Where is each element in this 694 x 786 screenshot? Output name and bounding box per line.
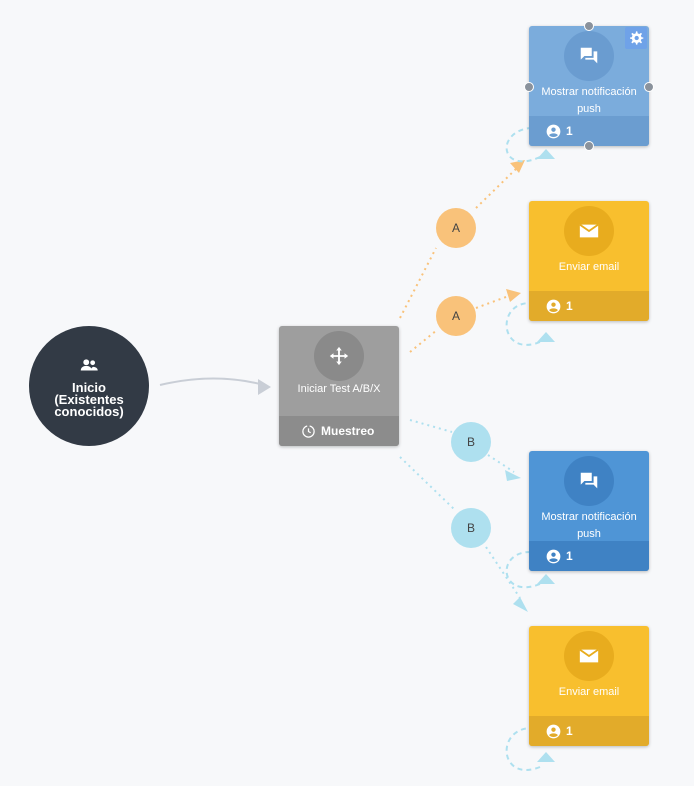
edge-start-arrowhead	[258, 379, 271, 395]
user-circle-icon	[546, 724, 561, 738]
user-circle-icon	[546, 124, 561, 138]
edge-a1-to-push1	[399, 164, 521, 319]
edge-b1-to-push2	[409, 419, 515, 473]
edge-start-to-split	[159, 377, 265, 386]
loop-push1	[505, 127, 541, 163]
start-node[interactable]: Inicio (Existentes conocidos)	[29, 326, 149, 446]
chat-bubbles-icon	[580, 472, 598, 489]
push-2-footer: 1	[529, 541, 649, 571]
email-2-footer: 1	[529, 716, 649, 746]
push-notification-node-1[interactable]: Mostrar notificación push 1	[529, 26, 649, 146]
email-node-2[interactable]: Enviar email 1	[529, 626, 649, 746]
ab-test-footer: Muestreo	[279, 416, 399, 446]
chat-bubbles-icon	[580, 47, 598, 64]
start-node-label: Inicio (Existentes conocidos)	[54, 380, 124, 419]
email-2-title: Enviar email	[558, 686, 620, 698]
push-1-title: Mostrar notificación push	[541, 86, 637, 115]
envelope-icon	[579, 223, 599, 238]
connector-handle-bottom[interactable]	[584, 141, 594, 151]
gear-icon	[630, 31, 644, 45]
user-circle-icon	[546, 299, 561, 313]
user-circle-icon	[546, 549, 561, 563]
move-arrows-icon	[329, 346, 349, 366]
branch-badge-a1[interactable]: A	[436, 208, 476, 248]
ab-test-icon-circle	[314, 331, 364, 381]
loop-email1	[505, 302, 541, 346]
push-2-title: Mostrar notificación push	[541, 511, 637, 540]
envelope-icon	[579, 648, 599, 663]
email-2-count: 1	[566, 724, 573, 738]
branch-badge-b2[interactable]: B	[451, 508, 491, 548]
ab-test-title: Iniciar Test A/B/X	[297, 383, 381, 395]
loop-push2	[505, 551, 541, 589]
email-1-title: Enviar email	[558, 261, 620, 273]
branch-badge-a2[interactable]: A	[436, 296, 476, 336]
ab-test-node[interactable]: Iniciar Test A/B/X Muestreo	[279, 326, 399, 446]
connector-handle-top[interactable]	[584, 21, 594, 31]
email-icon-circle	[564, 206, 614, 256]
connector-handle-right[interactable]	[644, 82, 654, 92]
push-1-count: 1	[566, 124, 573, 138]
connector-handle-left[interactable]	[524, 82, 534, 92]
loop-email2	[505, 727, 541, 771]
email-icon-circle	[564, 631, 614, 681]
email-1-footer: 1	[529, 291, 649, 321]
ab-test-footer-label: Muestreo	[321, 424, 375, 438]
push-2-count: 1	[566, 549, 573, 563]
push-notification-node-2[interactable]: Mostrar notificación push 1	[529, 451, 649, 571]
branch-badge-b1[interactable]: B	[451, 422, 491, 462]
people-icon	[80, 359, 98, 371]
edge-b2-to-email2	[399, 456, 521, 599]
clock-icon	[302, 424, 315, 438]
email-1-count: 1	[566, 299, 573, 313]
email-node-1[interactable]: Enviar email 1	[529, 201, 649, 321]
edge-a2-to-email1	[409, 293, 515, 353]
push-icon-circle	[564, 31, 614, 81]
node-settings-button[interactable]	[625, 27, 647, 49]
push-icon-circle	[564, 456, 614, 506]
